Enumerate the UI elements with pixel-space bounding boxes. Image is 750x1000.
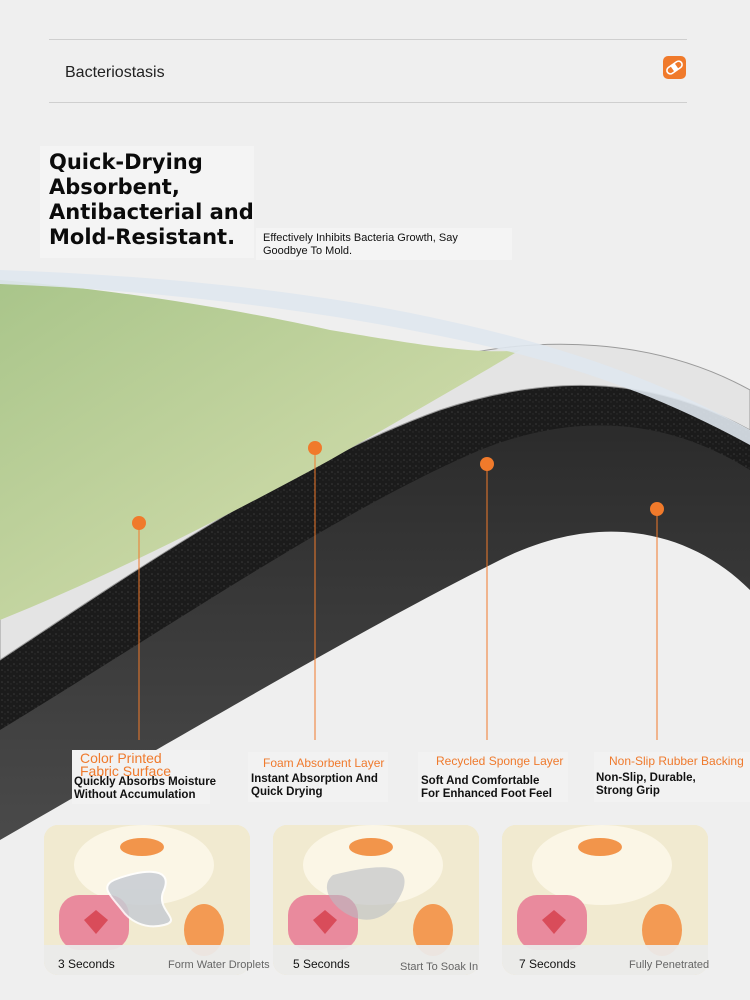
card-state-3s: Form Water Droplets <box>168 959 270 971</box>
headline-line: Absorbent, <box>49 175 180 199</box>
subtext-line: Goodbye To Mold. <box>263 245 353 257</box>
layer-label-backdrop <box>418 752 568 802</box>
mat-layers-illustration <box>0 270 750 840</box>
protective-film-edge <box>0 270 750 445</box>
layer-desc-line: Instant Absorption And <box>251 773 378 785</box>
rubber-backing-layer <box>0 405 750 840</box>
layer-desc-line: For Enhanced Foot Feel <box>421 788 552 800</box>
card-time-3s: 3 Seconds <box>58 957 115 971</box>
mat-print-image <box>273 825 479 975</box>
headline-backdrop <box>40 146 254 258</box>
card-state-5s: Start To Soak In <box>400 961 479 973</box>
absorption-card-3s <box>44 825 250 975</box>
layer-title-sponge: Recycled Sponge Layer <box>436 754 564 768</box>
header-label: Bacteriostasis <box>65 64 165 81</box>
layer-title-fabric: Color Printed Fabric Surface <box>80 750 210 779</box>
callout-dot-foam <box>308 441 322 455</box>
layer-desc-line: Quickly Absorbs Moisture <box>74 776 217 788</box>
headline-line: Quick-Drying <box>49 150 203 174</box>
headline: Quick-Drying Absorbent, Antibacterial an… <box>49 150 269 250</box>
layer-title-foam: Foam Absorbent Layer <box>263 756 385 770</box>
layer-desc-foam: Instant Absorption And Quick Drying <box>251 773 411 799</box>
layer-desc-line: Non-Slip, Durable, <box>596 772 696 784</box>
card-caption-strip <box>502 945 708 975</box>
layer-label-backdrop <box>594 752 750 802</box>
layer-desc-fabric: Quickly Absorbs Moisture Without Accumul… <box>74 776 234 802</box>
layer-title-line: Fabric Surface <box>80 763 172 779</box>
card-state-7s: Fully Penetrated <box>629 959 710 971</box>
headline-line: Antibacterial and <box>49 200 254 224</box>
subtext-line: Effectively Inhibits Bacteria Growth, Sa… <box>263 232 458 244</box>
layer-desc-sponge: Soft And Comfortable For Enhanced Foot F… <box>421 775 581 801</box>
absorption-card-5s <box>273 825 479 975</box>
layer-title-line: Color Printed <box>80 750 162 766</box>
color-printed-fabric-layer <box>0 280 520 620</box>
layer-desc-line: Quick Drying <box>251 786 323 798</box>
layer-desc-line: Without Accumulation <box>74 789 196 801</box>
header-bottom-rule <box>49 102 687 103</box>
callout-dot-fabric <box>132 516 146 530</box>
card-caption-strip <box>44 945 250 975</box>
subtext: Effectively Inhibits Bacteria Growth, Sa… <box>263 232 503 258</box>
card-time-7s: 7 Seconds <box>519 957 576 971</box>
layer-title-rubber: Non-Slip Rubber Backing <box>609 754 744 768</box>
callout-dot-rubber <box>650 502 664 516</box>
layer-desc-rubber: Non-Slip, Durable, Strong Grip <box>596 772 750 798</box>
subtext-backdrop <box>256 228 512 260</box>
absorption-card-7s <box>502 825 708 975</box>
layer-desc-line: Soft And Comfortable <box>421 775 540 787</box>
card-time-5s: 5 Seconds <box>293 957 350 971</box>
layer-desc-line: Strong Grip <box>596 785 660 797</box>
headline-line: Mold-Resistant. <box>49 225 236 249</box>
card-caption-strip <box>273 945 479 975</box>
water-droplet-icon <box>106 870 172 928</box>
layer-label-backdrop <box>248 752 388 802</box>
bandage-icon <box>663 56 686 79</box>
water-droplet-icon <box>326 867 405 920</box>
layer-label-backdrop <box>72 750 210 804</box>
callout-dot-sponge <box>480 457 494 471</box>
header-top-rule <box>49 39 687 40</box>
